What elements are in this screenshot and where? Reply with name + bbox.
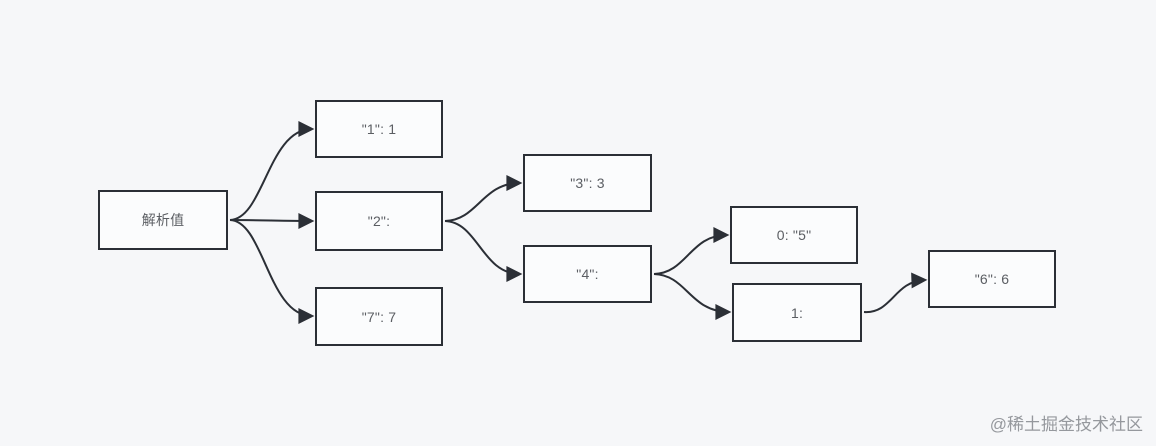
node-root: 解析值 [98, 190, 228, 250]
node-key-2: "2": [315, 191, 443, 251]
watermark-text: @稀土掘金技术社区 [989, 415, 1143, 434]
node-key-4: "4": [523, 245, 652, 303]
edge-key-2-to-key-3 [444, 175, 523, 222]
edge-root-to-key-1 [229, 121, 315, 221]
node-key-6: "6": 6 [928, 250, 1056, 308]
edge-key-4-to-index-0 [653, 227, 730, 275]
node-key-3: "3": 3 [523, 154, 652, 212]
edge-root-to-key-7 [229, 219, 315, 324]
node-key-1: "1": 1 [315, 100, 443, 158]
node-index-1: 1: [732, 283, 862, 342]
edge-key-2-to-key-4 [444, 220, 523, 282]
edge-root-to-key-2 [229, 212, 315, 229]
edge-index-1-to-key-6 [863, 272, 928, 314]
node-key-7: "7": 7 [315, 287, 443, 346]
node-index-0: 0: "5" [730, 206, 858, 264]
edge-key-4-to-index-1 [653, 273, 732, 320]
